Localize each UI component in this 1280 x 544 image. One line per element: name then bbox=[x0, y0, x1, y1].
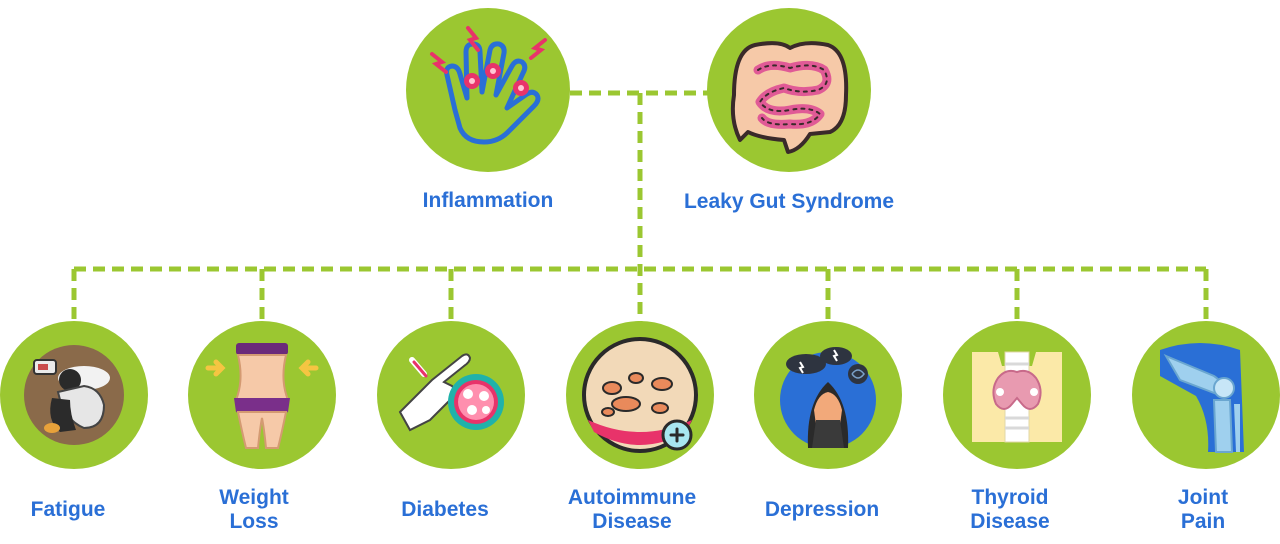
node-diabetes bbox=[377, 321, 525, 469]
label-inflammation: Inflammation bbox=[378, 189, 598, 213]
label-text: Depression bbox=[764, 498, 880, 521]
blood-test-finger-icon bbox=[398, 353, 504, 432]
sad-person-icon bbox=[780, 347, 876, 448]
node-depression bbox=[754, 321, 902, 469]
label-text: Diabetes bbox=[401, 498, 489, 521]
label-leaky-gut: Leaky Gut Syndrome bbox=[659, 190, 919, 214]
label-line-1: Thyroid bbox=[971, 486, 1049, 509]
label-line-1: Weight bbox=[219, 486, 289, 509]
node-inflammation bbox=[406, 8, 570, 172]
label-text: Inflammation bbox=[422, 189, 554, 212]
label-autoimmune-disease: Autoimmune Disease bbox=[522, 486, 742, 534]
label-text: Leaky Gut Syndrome bbox=[683, 190, 895, 213]
label-line-1: Joint bbox=[1177, 486, 1229, 509]
node-fatigue bbox=[0, 321, 148, 469]
waist-icon bbox=[205, 343, 319, 449]
label-line-1: Autoimmune bbox=[567, 486, 697, 509]
node-weight-loss bbox=[188, 321, 336, 469]
thyroid-icon bbox=[972, 351, 1062, 443]
knee-joint-icon bbox=[1160, 343, 1244, 453]
label-depression: Depression bbox=[712, 498, 932, 522]
label-line-2: Pain bbox=[1180, 510, 1226, 533]
inflamed-hand-icon bbox=[430, 26, 547, 145]
node-joint-pain bbox=[1132, 321, 1280, 469]
node-leaky-gut bbox=[707, 8, 871, 172]
label-joint-pain: Joint Pain bbox=[1143, 486, 1263, 534]
node-thyroid-disease bbox=[943, 321, 1091, 469]
label-diabetes: Diabetes bbox=[335, 498, 555, 522]
node-autoimmune-disease bbox=[566, 321, 714, 469]
label-weight-loss: Weight Loss bbox=[144, 486, 364, 534]
intestines-icon bbox=[730, 41, 849, 154]
label-fatigue: Fatigue bbox=[0, 498, 178, 522]
label-line-2: Disease bbox=[592, 510, 672, 533]
label-text: Fatigue bbox=[30, 498, 106, 521]
label-thyroid-disease: Thyroid Disease bbox=[900, 486, 1120, 534]
skin-cells-icon bbox=[582, 337, 698, 453]
tired-person-icon bbox=[24, 345, 124, 445]
label-line-2: Loss bbox=[229, 510, 279, 533]
label-line-2: Disease bbox=[970, 510, 1050, 533]
